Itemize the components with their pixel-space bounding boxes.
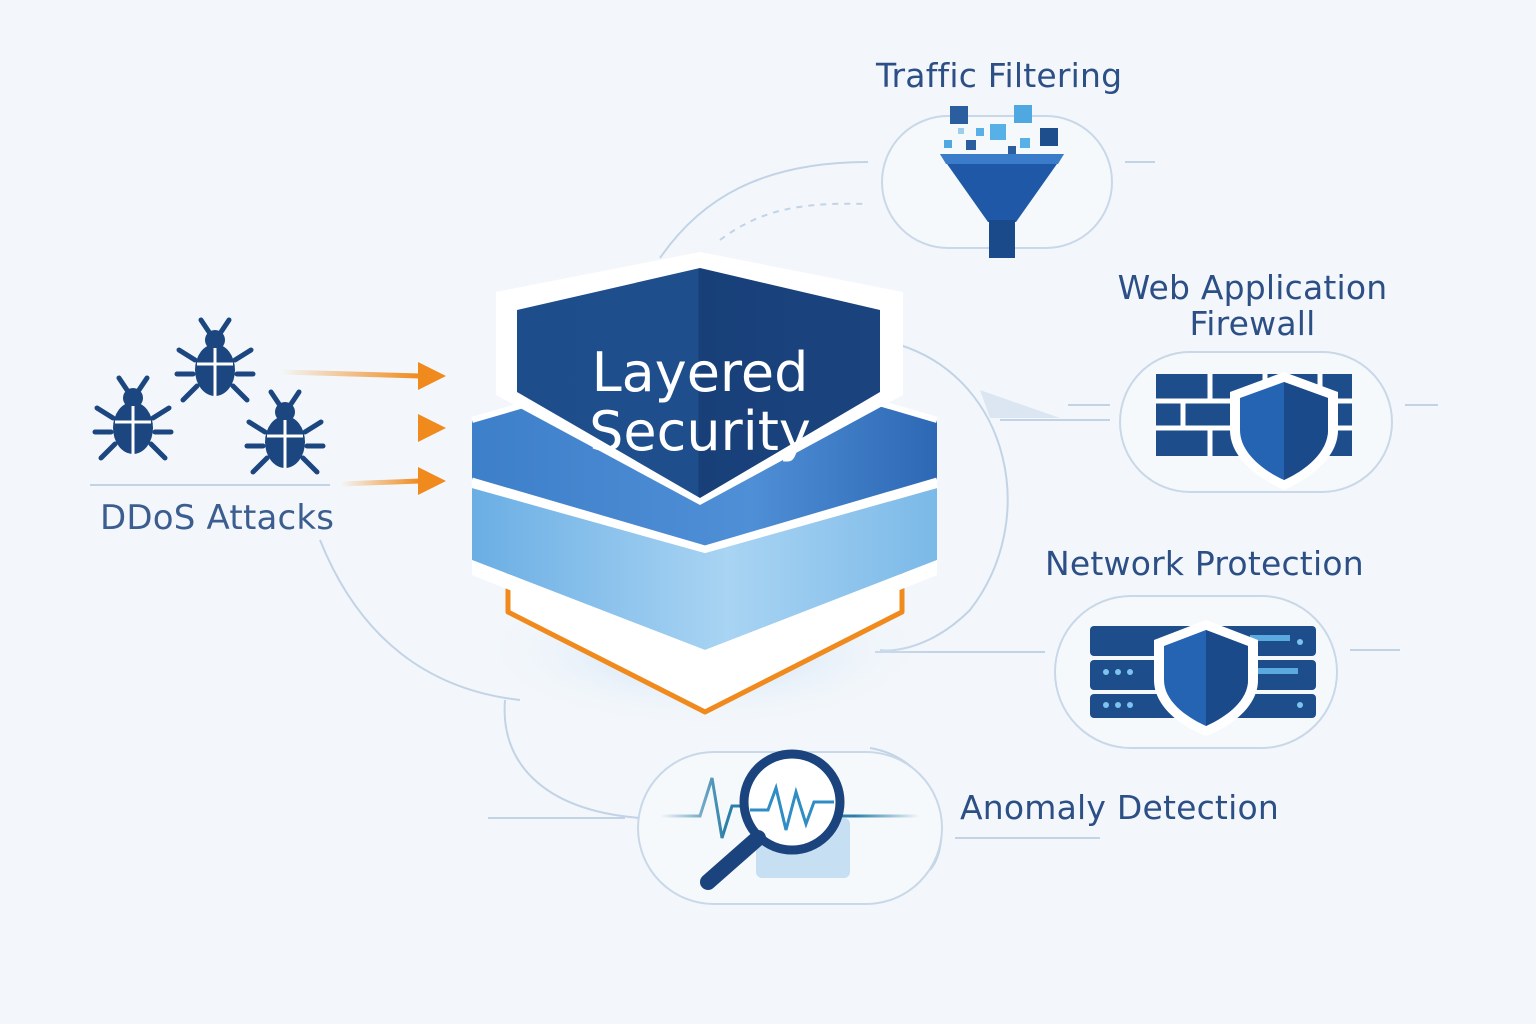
magnifier-pulse-icon [660,749,920,890]
anomaly-detection-label: Anomaly Detection [960,788,1279,827]
traffic-filtering-label: Traffic Filtering [876,56,1123,95]
center-title-line1: Layered [592,341,809,404]
layered-security-stack: Layered Security [471,252,938,715]
network-protection-label: Network Protection [1045,544,1364,583]
attack-arrow [335,414,446,442]
waf-label: Web Application Firewall [1117,268,1388,343]
center-title-line2: Security [589,400,811,463]
waf-card [1119,351,1393,493]
firewall-shield-icon [1156,372,1352,490]
network-protection-card [1054,595,1338,749]
ddos-bug-group [92,317,326,475]
ddos-attacks-label: DDoS Attacks [100,498,335,538]
attack-arrow [279,362,446,390]
attack-arrows [279,362,446,495]
beam-shadow [980,390,1060,418]
anomaly-detection-card [637,749,943,905]
traffic-filtering-card [881,105,1113,258]
bug-icon [92,375,174,461]
bug-icon [244,389,326,475]
bug-icon [174,317,256,403]
funnel-icon [940,105,1064,258]
attack-arrow [339,467,446,495]
server-shield-icon [1090,620,1316,736]
